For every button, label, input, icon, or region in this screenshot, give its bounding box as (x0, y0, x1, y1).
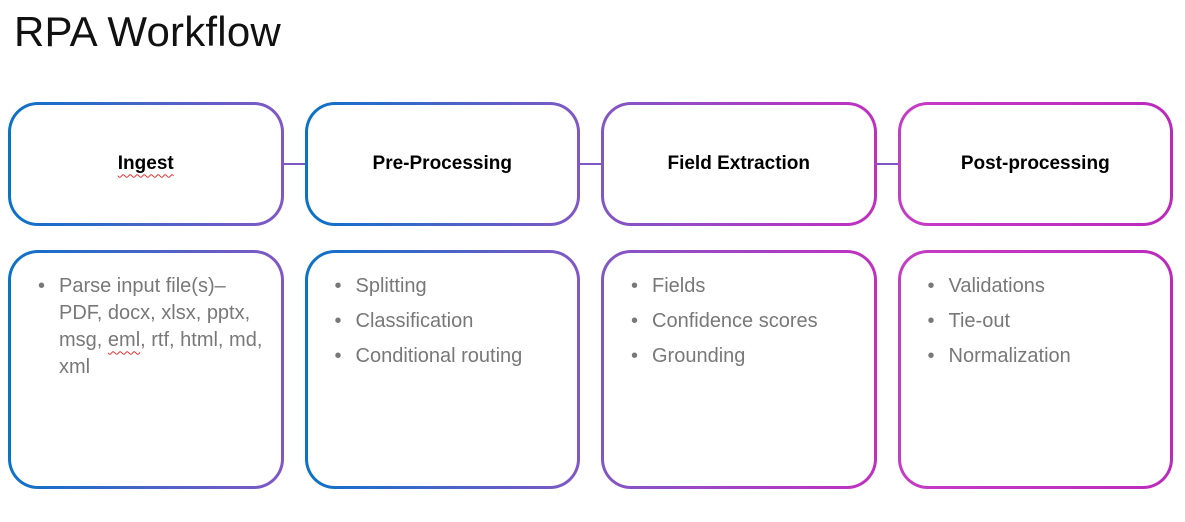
bullet-list-post-processing: Validations Tie-out Normalization (901, 273, 1161, 370)
stage-header-post-processing-body: Post-processing (900, 105, 1170, 224)
page-title: RPA Workflow (14, 8, 281, 55)
bullet-text: Tie-out (948, 310, 1011, 333)
bullet-text-misspelled: eml (107, 329, 141, 352)
stage-header-pre-processing: Pre-Processing (304, 102, 580, 227)
bullet-text: Normalization (948, 345, 1071, 368)
bullet-text: Parse input file(s)– PDF, docx, xlsx, pp… (59, 275, 251, 352)
stage-title-field-extraction: Field Extraction (667, 153, 811, 175)
stage-detail-field-extraction: Fields Confidence scores Grounding (601, 250, 877, 490)
connector-line-1 (283, 163, 305, 166)
list-item: Parse input file(s)– PDF, docx, xlsx, pp… (11, 273, 271, 381)
connector-line-2 (580, 163, 601, 166)
stage-title-post-processing: Post-processing (960, 153, 1110, 175)
bullet-text: Confidence scores (652, 310, 818, 333)
bullet-text: Fields (652, 275, 706, 298)
stage-detail-post-processing-body: Validations Tie-out Normalization (900, 253, 1170, 487)
list-item: Tie-out (901, 308, 1161, 335)
stage-header-ingest-body: Ingest (11, 105, 281, 224)
stage-detail-pre-processing: Splitting Classification Conditional rou… (304, 250, 580, 490)
stage-header-ingest: Ingest (8, 102, 284, 227)
slide: { "page": { "title": "RPA Workflow" }, "… (0, 8, 1185, 522)
bullet-text: , rtf, html, md, xml (59, 329, 263, 379)
bullet-list-pre-processing: Splitting Classification Conditional rou… (308, 273, 568, 370)
stage-detail-post-processing: Validations Tie-out Normalization (897, 250, 1173, 490)
bullet-list-field-extraction: Fields Confidence scores Grounding (604, 273, 864, 370)
stage-detail-ingest: Parse input file(s)– PDF, docx, xlsx, pp… (8, 250, 284, 490)
connector-line-3 (876, 163, 898, 166)
stage-header-post-processing: Post-processing (897, 102, 1173, 227)
bullet-text: Splitting (355, 275, 427, 298)
bullet-text: Conditional routing (355, 345, 523, 368)
stage-header-pre-processing-body: Pre-Processing (307, 105, 577, 224)
list-item: Classification (308, 308, 568, 335)
stage-header-field-extraction: Field Extraction (601, 102, 877, 227)
stage-detail-field-extraction-body: Fields Confidence scores Grounding (604, 253, 874, 487)
bullet-text: Validations (948, 275, 1045, 298)
bullet-text: Grounding (652, 345, 746, 368)
stage-header-field-extraction-body: Field Extraction (604, 105, 874, 224)
bullet-text: Classification (355, 310, 474, 333)
workflow-diagram: Ingest Pre-Processing Field Extraction P… (8, 102, 1173, 490)
stage-detail-row: Parse input file(s)– PDF, docx, xlsx, pp… (8, 250, 1173, 490)
stage-title-ingest: Ingest (117, 153, 174, 175)
list-item: Splitting (308, 273, 568, 300)
list-item: Grounding (604, 343, 864, 370)
stage-detail-pre-processing-body: Splitting Classification Conditional rou… (307, 253, 577, 487)
list-item: Conditional routing (308, 343, 568, 370)
list-item: Confidence scores (604, 308, 864, 335)
list-item: Fields (604, 273, 864, 300)
bullet-list-ingest: Parse input file(s)– PDF, docx, xlsx, pp… (11, 273, 271, 381)
stage-header-row: Ingest Pre-Processing Field Extraction P… (8, 102, 1173, 227)
list-item: Normalization (901, 343, 1161, 370)
list-item: Validations (901, 273, 1161, 300)
stage-title-pre-processing: Pre-Processing (372, 153, 512, 175)
stage-detail-ingest-body: Parse input file(s)– PDF, docx, xlsx, pp… (11, 253, 281, 487)
